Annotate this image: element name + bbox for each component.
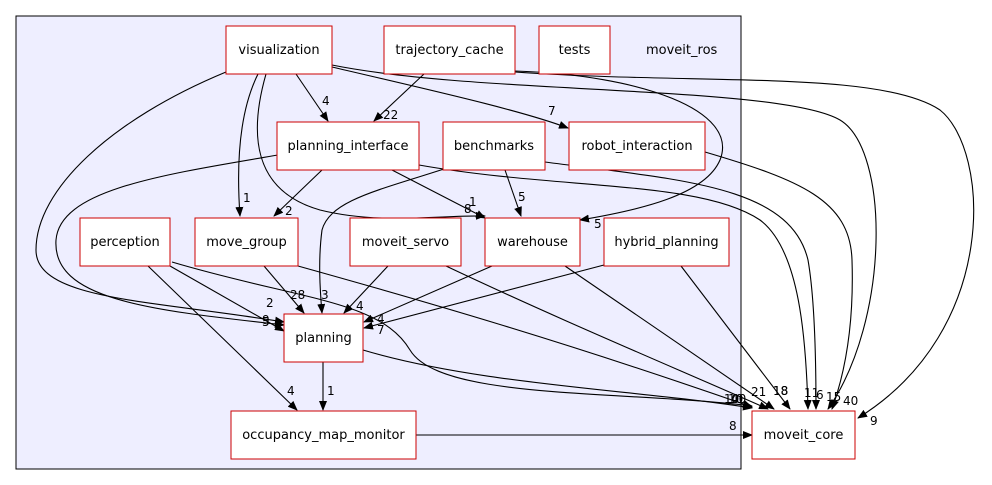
edge-robot-interaction-moveit-core [704, 151, 853, 410]
edge-label: 11 [804, 386, 819, 400]
edge-hybrid-planning-planning [363, 264, 605, 330]
node-benchmarks[interactable]: benchmarks [442, 121, 546, 171]
edge-label: 1 [469, 195, 477, 209]
edge-warehouse-moveit-core [564, 265, 775, 410]
node-move-group[interactable]: move_group [194, 217, 299, 267]
edge-visualization-planning [35, 71, 285, 325]
edge-label: 28 [290, 288, 305, 302]
edge-label: 2 [266, 296, 274, 310]
edge-label: 4 [356, 299, 364, 313]
edge-planning-interface-planning [55, 154, 285, 328]
edge-visualization-move-group [235, 73, 259, 217]
edge-label: 1 [327, 384, 335, 398]
edge-label: 10 [728, 392, 743, 406]
edge-move-group-planning [263, 265, 305, 314]
edge-visualization-warehouse [256, 73, 486, 220]
edge-perception-moveit-core [171, 261, 753, 409]
node-label: visualization [238, 43, 319, 58]
node-planning[interactable]: planning [283, 313, 364, 363]
edge-label: 18 [773, 384, 788, 398]
node-label: warehouse [497, 235, 568, 250]
edge-label: 1 [243, 191, 251, 205]
edge-move-group-moveit-core [297, 265, 753, 408]
edge-trajectory-cache-moveit-core [514, 71, 975, 419]
edge-label: 4 [287, 384, 295, 398]
edge-planning-interface-warehouse [391, 169, 486, 219]
node-label: moveit_core [764, 428, 844, 443]
edge-label: 5 [262, 315, 270, 329]
edge-planning-interface-move-group [273, 169, 323, 217]
node-label: trajectory_cache [395, 43, 503, 58]
cluster-label: moveit_ros [646, 43, 718, 58]
node-label: perception [90, 235, 160, 250]
node-visualization[interactable]: visualization [225, 25, 333, 75]
edge-benchmarks-planning [317, 167, 448, 314]
edge-benchmarks-moveit-core [544, 161, 820, 410]
node-label: hybrid_planning [614, 235, 718, 250]
edge-visualization-planning-interface [295, 73, 329, 122]
node-label: planning_interface [288, 139, 409, 154]
edge-warehouse-planning [363, 265, 493, 323]
edge-label: 7 [548, 104, 556, 118]
edge-label: 15 [826, 390, 841, 404]
node-label: planning [295, 331, 351, 346]
edge-trajectory-cache-warehouse [514, 70, 723, 223]
node-robot-interaction[interactable]: robot_interaction [568, 121, 706, 171]
edge-label: 10 [724, 392, 739, 406]
edge-label: 40 [731, 392, 746, 406]
node-label: moveit_servo [362, 235, 449, 250]
edge-label: 40 [843, 394, 858, 408]
edge-layer [35, 64, 975, 439]
node-moveit-servo[interactable]: moveit_servo [349, 217, 462, 267]
node-label: tests [559, 43, 591, 58]
edge-trajectory-cache-planning-interface [373, 73, 425, 122]
edge-label: 8 [729, 419, 737, 433]
node-trajectory-cache[interactable]: trajectory_cache [383, 25, 516, 75]
edge-hybrid-planning-moveit-core [680, 265, 791, 410]
node-occupancy-map-monitor[interactable]: occupancy_map_monitor [230, 410, 417, 460]
edge-label: 18 [773, 384, 788, 398]
edge-label-layer: 4 7 1 8 5 40 22 5 9 2 1 9 15 5 3 11 6 2 … [243, 94, 878, 433]
edge-label: 9 [870, 414, 878, 428]
edge-visualization-robot-interaction [331, 66, 569, 129]
edge-label: 2 [285, 204, 293, 218]
node-moveit-core[interactable]: moveit_core [751, 410, 856, 460]
edge-visualization-moveit-core [331, 64, 877, 410]
node-planning-interface[interactable]: planning_interface [276, 121, 420, 171]
edge-label: 4 [322, 94, 330, 108]
node-tests[interactable]: tests [538, 25, 611, 75]
edge-planning-interface-moveit-core [418, 164, 812, 410]
edge-label: 5 [518, 190, 526, 204]
edge-benchmarks-warehouse [504, 169, 522, 217]
node-warehouse[interactable]: warehouse [484, 217, 581, 267]
edge-label: 5 [594, 217, 602, 231]
edge-label: 6 [816, 388, 824, 402]
edge-label: 7 [377, 323, 385, 337]
edge-moveit-servo-planning [343, 265, 389, 314]
node-label: benchmarks [454, 139, 534, 154]
edge-label: 8 [464, 202, 472, 216]
edge-perception-planning [169, 265, 285, 332]
node-label: occupancy_map_monitor [242, 428, 405, 443]
edge-moveit-servo-moveit-core [445, 265, 769, 410]
edge-label: 3 [321, 288, 329, 302]
node-hybrid-planning[interactable]: hybrid_planning [603, 217, 730, 267]
edge-label: 9 [262, 313, 270, 327]
edge-perception-occupancy-map-monitor [147, 265, 298, 411]
edge-label: 22 [383, 108, 398, 122]
edge-planning-moveit-core [362, 349, 753, 411]
edge-label: 4 [377, 312, 385, 326]
node-label: move_group [206, 235, 287, 250]
edge-label: 21 [751, 385, 766, 399]
node-perception[interactable]: perception [79, 217, 171, 267]
node-label: robot_interaction [581, 139, 692, 154]
